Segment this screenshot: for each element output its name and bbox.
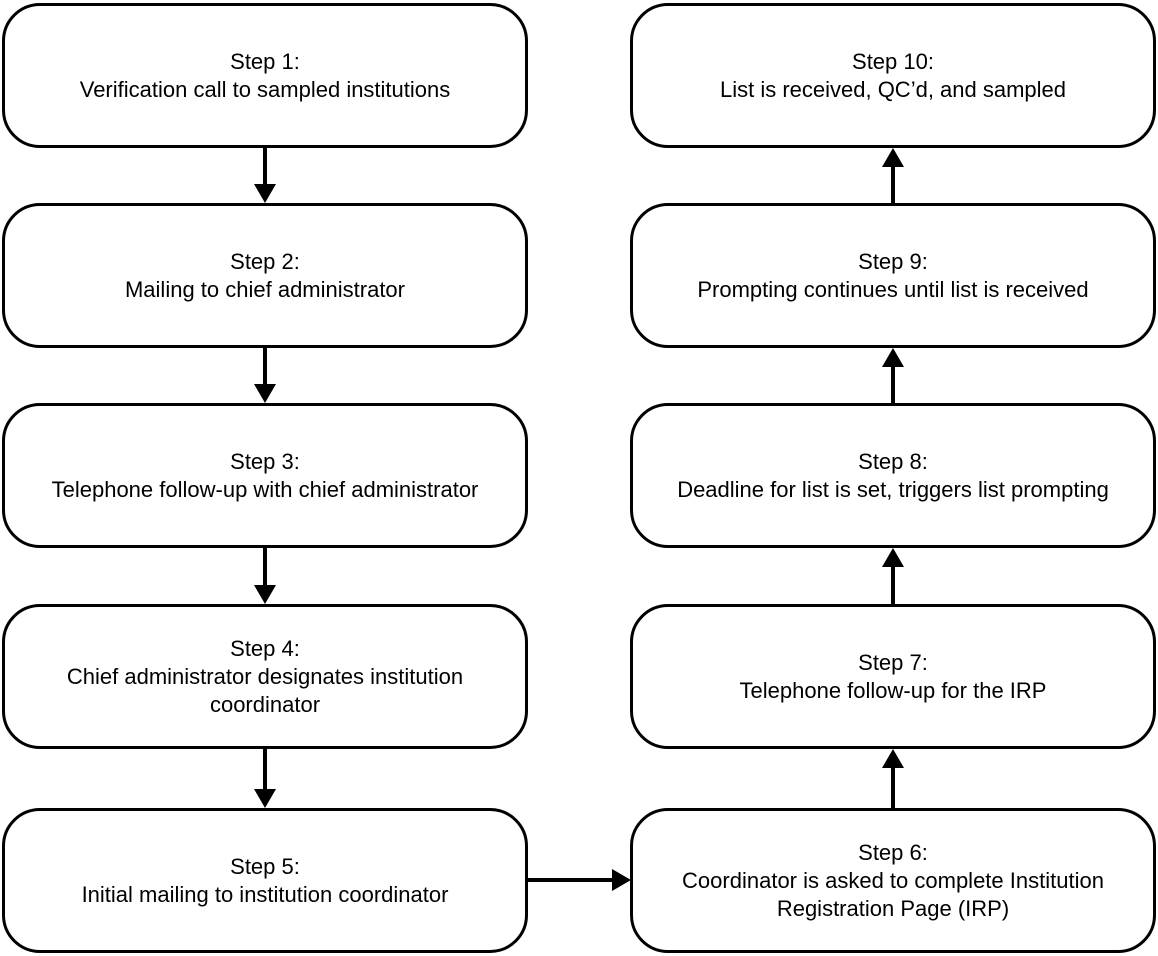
step-4-title: Step 4: <box>230 635 300 661</box>
step-2-title: Step 2: <box>230 248 300 274</box>
step-7-box: Step 7: Telephone follow-up for the IRP <box>630 604 1156 749</box>
step-8-text: Deadline for list is set, triggers list … <box>677 476 1109 502</box>
step-7-text: Telephone follow-up for the IRP <box>739 677 1047 703</box>
step-1-title: Step 1: <box>230 48 300 74</box>
step-2-text: Mailing to chief administrator <box>124 276 405 302</box>
step-4-box: Step 4: Chief administrator designates i… <box>2 604 528 749</box>
arrow-step-3-to-4-icon <box>254 546 276 604</box>
arrow-step-5-to-6-icon <box>526 869 631 891</box>
arrow-step-8-to-9-icon <box>882 348 904 405</box>
step-10-title: Step 10: <box>852 48 934 74</box>
step-8-box: Step 8: Deadline for list is set, trigge… <box>630 403 1156 548</box>
step-3-box: Step 3: Telephone follow-up with chief a… <box>2 403 528 548</box>
step-6-text: Coordinator is asked to complete Institu… <box>682 867 1104 921</box>
arrow-step-6-to-7-icon <box>882 749 904 810</box>
step-3-text: Telephone follow-up with chief administr… <box>51 476 479 502</box>
step-8-title: Step 8: <box>858 448 928 474</box>
step-3-title: Step 3: <box>230 448 300 474</box>
arrow-step-2-to-3-icon <box>254 346 276 403</box>
step-5-box: Step 5: Initial mailing to institution c… <box>2 808 528 953</box>
arrow-step-4-to-5-icon <box>254 747 276 808</box>
step-9-title: Step 9: <box>858 248 928 274</box>
step-10-box: Step 10: List is received, QC’d, and sam… <box>630 3 1156 148</box>
step-9-box: Step 9: Prompting continues until list i… <box>630 203 1156 348</box>
arrow-step-1-to-2-icon <box>254 146 276 203</box>
step-4-text: Chief administrator designates instituti… <box>66 663 464 717</box>
step-1-box: Step 1: Verification call to sampled ins… <box>2 3 528 148</box>
step-1-text: Verification call to sampled institution… <box>79 76 451 102</box>
step-5-title: Step 5: <box>230 853 300 879</box>
step-10-text: List is received, QC’d, and sampled <box>719 76 1067 102</box>
step-9-text: Prompting continues until list is receiv… <box>697 276 1089 302</box>
arrow-step-9-to-10-icon <box>882 148 904 205</box>
arrow-step-7-to-8-icon <box>882 548 904 606</box>
step-6-box: Step 6: Coordinator is asked to complete… <box>630 808 1156 953</box>
step-6-title: Step 6: <box>858 839 928 865</box>
step-7-title: Step 7: <box>858 649 928 675</box>
step-5-text: Initial mailing to institution coordinat… <box>81 881 449 907</box>
step-2-box: Step 2: Mailing to chief administrator <box>2 203 528 348</box>
